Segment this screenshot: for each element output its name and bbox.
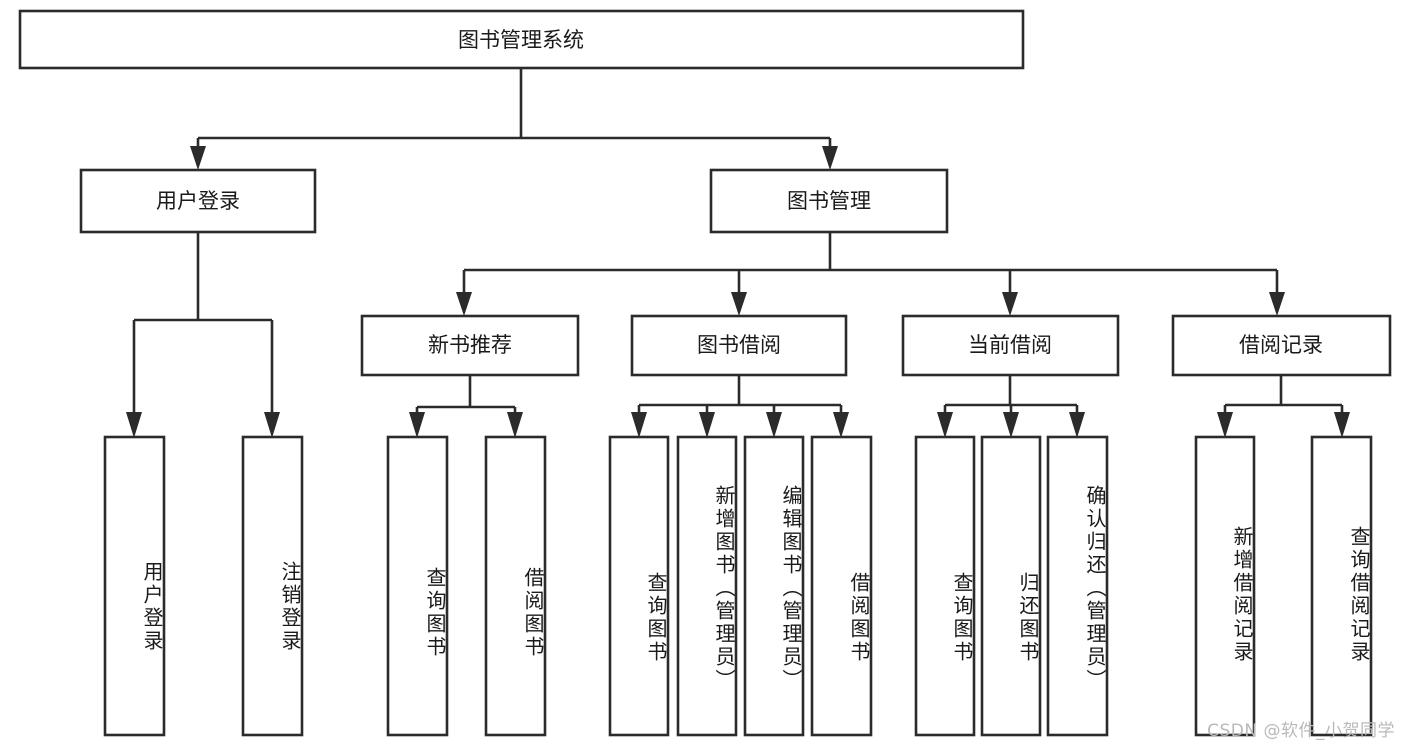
leaf-boxes-book-borrow [608,435,873,737]
leaf-boxes-current-borrow [914,435,1109,737]
arrowhead-leaf-query-record [1334,412,1350,438]
connector-group-user-login-to-leaves [126,232,280,438]
arrowhead-leaf-add-book [699,412,715,438]
leaf-boxes-new-book-recommend [386,435,547,737]
node-user-login-box[interactable] [79,168,317,234]
leaf-edit-book-box[interactable] [743,435,805,737]
leaf-confirm-return-box[interactable] [1046,435,1109,737]
leaf-add-book-box[interactable] [676,435,738,737]
node-user-login[interactable]: 用户登录 [79,168,317,234]
arrowhead-leaf-logout-login [264,412,280,438]
node-book-management-box[interactable] [709,168,949,234]
connector-group-root-to-level1 [190,68,838,170]
node-new-book-recommend-label: 新书推荐 [428,333,512,357]
leaf-add-record-box[interactable] [1194,435,1256,737]
node-new-book-recommend-box[interactable] [360,314,580,377]
arrowhead-leaf-add-record [1217,412,1233,438]
arrowhead-leaf-user-login [126,412,142,438]
leaf-logout-login-box[interactable] [241,435,304,737]
arrowhead-leaf-query-book-2 [631,412,647,438]
node-book-borrow-box[interactable] [630,314,848,377]
arrowhead-leaf-borrow-book-1 [507,412,523,438]
leaf-query-book-2-box[interactable] [608,435,670,737]
node-borrow-record-label: 借阅记录 [1239,333,1323,357]
leaf-borrow-book-2-box[interactable] [810,435,873,737]
node-book-management-label: 图书管理 [787,189,871,213]
leaf-query-record-box[interactable] [1310,435,1373,737]
node-current-borrow[interactable]: 当前借阅 [901,314,1120,377]
node-book-management[interactable]: 图书管理 [709,168,949,234]
connector-group-book-management-to-level2 [456,232,1285,316]
arrowhead-leaf-edit-book [766,412,782,438]
leaf-return-book-box[interactable] [980,435,1042,737]
node-borrow-record-box[interactable] [1171,314,1392,377]
node-user-login-label: 用户登录 [156,189,240,213]
leaf-boxes-user-login [103,435,304,737]
arrowhead-leaf-query-book-1 [409,412,425,438]
arrowhead-leaf-confirm-return [1069,412,1085,438]
leaf-query-book-1-box[interactable] [386,435,449,737]
leaf-borrow-book-1-box[interactable] [484,435,547,737]
arrowhead-leaf-query-book-3 [937,412,953,438]
leaf-boxes-borrow-record [1194,435,1373,737]
node-current-borrow-label: 当前借阅 [968,333,1052,357]
csdn-watermark: CSDN @软件_小贺同学 [1207,721,1395,741]
arrowhead-book-management [822,146,838,170]
arrowhead-leaf-borrow-book-2 [833,412,849,438]
node-root-box[interactable] [18,9,1025,70]
node-book-borrow[interactable]: 图书借阅 [630,314,848,377]
node-borrow-record[interactable]: 借阅记录 [1171,314,1392,377]
node-current-borrow-box[interactable] [901,314,1120,377]
connector-group-current-borrow-to-leaves [937,375,1085,438]
node-root-label: 图书管理系统 [458,28,584,52]
node-root[interactable]: 图书管理系统 [18,9,1025,70]
connector-group-book-borrow-to-leaves [631,375,849,438]
connector-group-new-book-recommend-to-leaves [409,375,523,438]
connector-group-borrow-record-to-leaves [1217,375,1350,438]
leaf-user-login-box[interactable] [103,435,166,737]
arrowhead-new-book-recommend [456,292,472,316]
arrowhead-user-login [190,146,206,170]
arrowhead-leaf-return-book [1003,412,1019,438]
node-book-borrow-label: 图书借阅 [697,333,781,357]
leaf-query-book-3-box[interactable] [914,435,976,737]
arrowhead-borrow-record [1269,292,1285,316]
node-new-book-recommend[interactable]: 新书推荐 [360,314,580,377]
arrowhead-book-borrow [731,292,747,316]
arrowhead-current-borrow [1002,292,1018,316]
